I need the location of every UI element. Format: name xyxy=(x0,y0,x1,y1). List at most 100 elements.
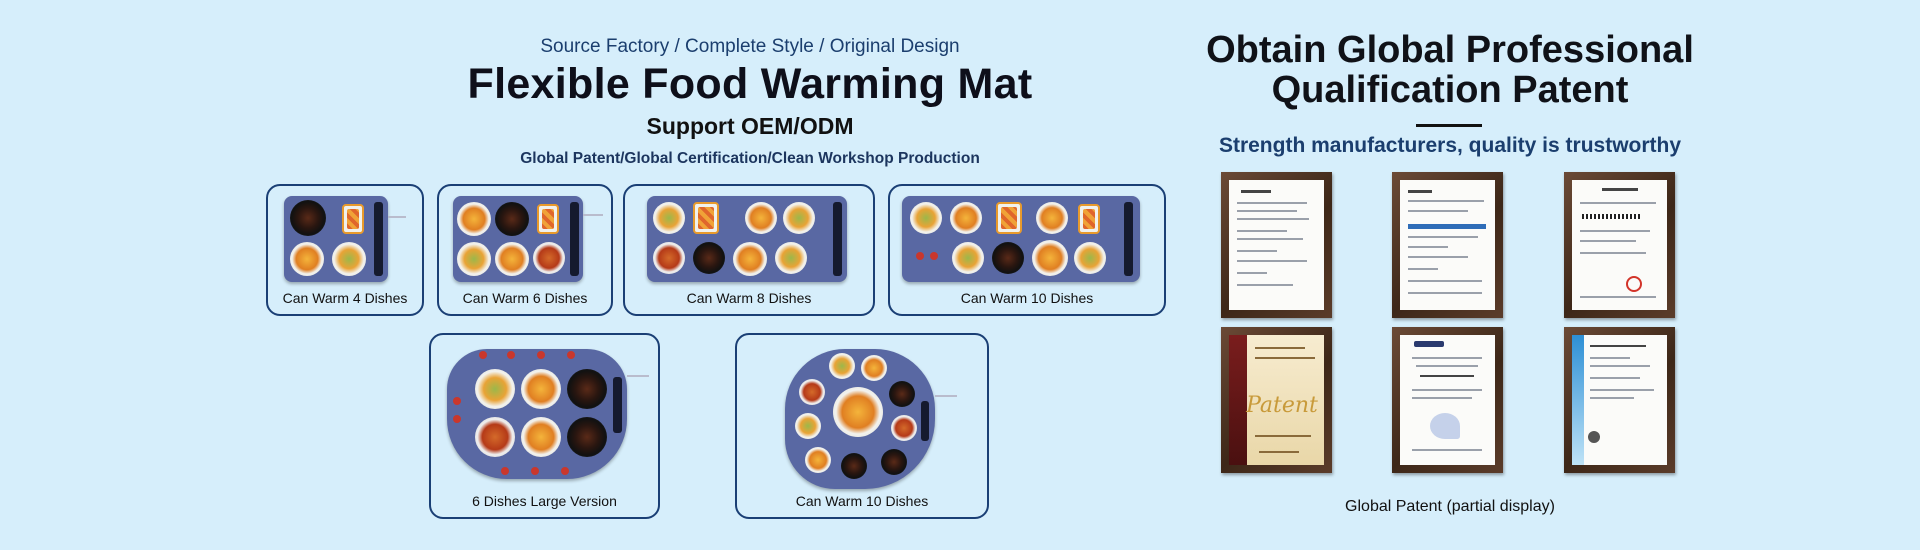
oem-subtitle: Support OEM/ODM xyxy=(646,113,854,139)
product-card-6-dishes-large[interactable]: 6 Dishes Large Version xyxy=(429,333,660,519)
dish-icon xyxy=(799,379,825,405)
patent-emblem-text: Patent xyxy=(1246,393,1318,418)
dish-icon xyxy=(567,417,607,457)
warming-mat-image xyxy=(647,196,847,282)
patent-title-line-1: Obtain Global Professional xyxy=(1206,29,1694,71)
red-knob-icon xyxy=(507,351,515,359)
dish-icon xyxy=(1036,202,1068,234)
power-cord-icon xyxy=(583,214,603,216)
tray-icon xyxy=(537,204,559,234)
dish-icon xyxy=(861,355,887,381)
product-card-4-dishes[interactable]: Can Warm 4 Dishes xyxy=(266,184,424,316)
dish-icon xyxy=(475,369,515,409)
red-knob-icon xyxy=(501,467,509,475)
control-panel-icon xyxy=(570,202,579,276)
warming-mat-image xyxy=(453,196,583,282)
warming-mat-image xyxy=(902,196,1140,282)
certificate-frame[interactable] xyxy=(1392,327,1503,473)
patent-title: Obtain Global Professional Qualification… xyxy=(1175,30,1725,110)
features-line: Global Patent/Global Certification/Clean… xyxy=(520,150,980,167)
dish-icon xyxy=(653,202,685,234)
red-knob-icon xyxy=(453,397,461,405)
main-title: Flexible Food Warming Mat xyxy=(467,60,1033,108)
certificate-frame[interactable] xyxy=(1564,327,1675,473)
dish-icon xyxy=(653,242,685,274)
dish-icon xyxy=(829,353,855,379)
emblem-icon xyxy=(1430,413,1460,439)
dish-icon xyxy=(457,242,491,276)
certificate-frame[interactable] xyxy=(1221,172,1332,318)
warming-mat-image xyxy=(447,349,627,479)
dish-icon xyxy=(693,242,725,274)
dish-icon xyxy=(495,202,529,236)
patent-certificate-icon: Patent xyxy=(1229,335,1324,465)
red-knob-icon xyxy=(479,351,487,359)
dish-icon xyxy=(567,369,607,409)
red-knob-icon xyxy=(561,467,569,475)
red-knob-icon xyxy=(567,351,575,359)
dish-icon xyxy=(733,242,767,276)
dish-icon xyxy=(795,413,821,439)
red-knob-icon xyxy=(531,467,539,475)
control-panel-icon xyxy=(921,401,929,441)
dish-icon xyxy=(495,242,529,276)
dish-icon xyxy=(1074,242,1106,274)
certificate-document-icon xyxy=(1400,180,1495,310)
dish-icon xyxy=(833,387,883,437)
product-card-10-dishes-round[interactable]: Can Warm 10 Dishes xyxy=(735,333,989,519)
tray-icon xyxy=(693,202,719,234)
red-knob-icon xyxy=(930,252,938,260)
certificate-document-icon xyxy=(1572,335,1667,465)
product-label: Can Warm 8 Dishes xyxy=(686,290,812,306)
certificate-frame[interactable] xyxy=(1564,172,1675,318)
seal-stamp-icon xyxy=(1626,276,1642,292)
red-knob-icon xyxy=(537,351,545,359)
certificate-document-icon xyxy=(1572,180,1667,310)
control-panel-icon xyxy=(833,202,842,276)
power-cord-icon xyxy=(388,216,406,218)
dish-icon xyxy=(1032,240,1068,276)
seal-icon xyxy=(1588,431,1600,443)
dish-icon xyxy=(290,242,324,276)
dish-icon xyxy=(521,369,561,409)
product-label: Can Warm 10 Dishes xyxy=(795,493,929,509)
product-card-8-dishes[interactable]: Can Warm 8 Dishes xyxy=(623,184,875,316)
dish-icon xyxy=(775,242,807,274)
dish-icon xyxy=(533,242,565,274)
dish-icon xyxy=(475,417,515,457)
dish-icon xyxy=(457,202,491,236)
warming-mat-image xyxy=(785,349,935,489)
dish-icon xyxy=(332,242,366,276)
tray-icon xyxy=(1078,204,1100,234)
product-label: Can Warm 10 Dishes xyxy=(960,290,1094,306)
product-card-10-dishes[interactable]: Can Warm 10 Dishes xyxy=(888,184,1166,316)
power-cord-icon xyxy=(935,395,957,397)
certificate-frame[interactable] xyxy=(1392,172,1503,318)
dish-icon xyxy=(521,417,561,457)
dish-icon xyxy=(889,381,915,407)
certificate-document-icon xyxy=(1229,180,1324,310)
dish-icon xyxy=(745,202,777,234)
patent-caption: Global Patent (partial display) xyxy=(1345,498,1555,515)
red-knob-icon xyxy=(453,415,461,423)
patent-title-line-2: Qualification Patent xyxy=(1271,69,1629,111)
certificate-frame[interactable]: Patent xyxy=(1221,327,1332,473)
dish-icon xyxy=(992,242,1024,274)
dish-icon xyxy=(290,200,326,236)
dish-icon xyxy=(805,447,831,473)
dish-icon xyxy=(910,202,942,234)
power-cord-icon xyxy=(627,375,649,377)
warming-mat-image xyxy=(284,196,388,282)
dish-icon xyxy=(841,453,867,479)
control-panel-icon xyxy=(374,202,383,276)
control-panel-icon xyxy=(613,377,622,433)
product-label: Can Warm 4 Dishes xyxy=(282,290,408,306)
product-label: 6 Dishes Large Version xyxy=(472,493,617,509)
dish-icon xyxy=(952,242,984,274)
title-divider xyxy=(1416,124,1482,127)
tagline: Source Factory / Complete Style / Origin… xyxy=(540,36,960,57)
product-card-6-dishes[interactable]: Can Warm 6 Dishes xyxy=(437,184,613,316)
dish-icon xyxy=(881,449,907,475)
control-panel-icon xyxy=(1124,202,1133,276)
dish-icon xyxy=(950,202,982,234)
